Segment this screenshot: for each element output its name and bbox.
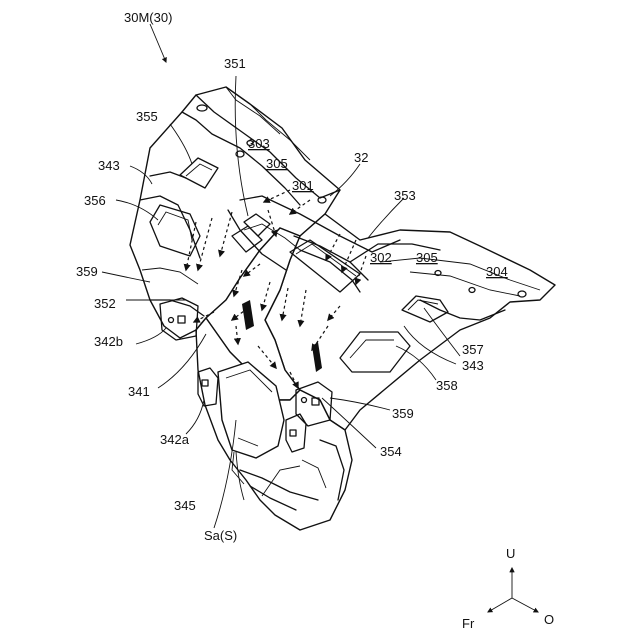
label-341: 341 [128, 384, 150, 399]
label-357: 357 [462, 342, 484, 357]
axis-indicator: U Fr O [462, 546, 554, 631]
label-351: 351 [224, 56, 246, 71]
label-303: 303 [248, 136, 270, 151]
label-302: 302 [370, 250, 392, 265]
label-359-left: 359 [76, 264, 98, 279]
label-304: 304 [486, 264, 508, 279]
label-352: 352 [94, 296, 116, 311]
axis-out-label: O [544, 612, 554, 627]
label-32: 32 [354, 150, 368, 165]
label-354: 354 [380, 444, 402, 459]
label-358: 358 [436, 378, 458, 393]
title-label: 30M(30) [124, 10, 172, 25]
label-sa: Sa(S) [204, 528, 237, 543]
label-342b: 342b [94, 334, 123, 349]
label-342a: 342a [160, 432, 190, 447]
label-356: 356 [84, 193, 106, 208]
label-343-right: 343 [462, 358, 484, 373]
housing-body [130, 87, 555, 530]
label-355: 355 [136, 109, 158, 124]
label-305-right: 305 [416, 250, 438, 265]
label-301: 301 [292, 178, 314, 193]
axis-out-arrow [512, 598, 538, 612]
label-305-left: 305 [266, 156, 288, 171]
axis-front-label: Fr [462, 616, 475, 631]
label-343-left: 343 [98, 158, 120, 173]
label-359-right: 359 [392, 406, 414, 421]
label-345: 345 [174, 498, 196, 513]
label-353: 353 [394, 188, 416, 203]
axis-up-label: U [506, 546, 515, 561]
axis-front-arrow [488, 598, 512, 612]
